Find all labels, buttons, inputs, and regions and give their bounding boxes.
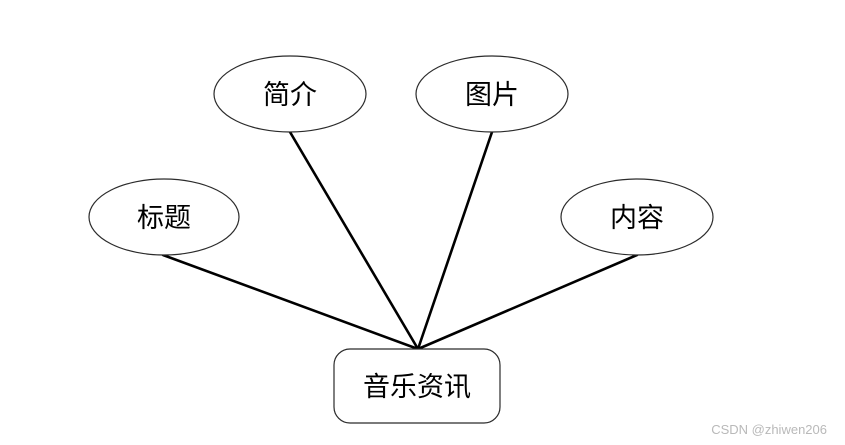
attribute-title-label: 标题 bbox=[137, 203, 191, 234]
entity-music-news-label: 音乐资讯 bbox=[363, 372, 471, 403]
attribute-image-ellipse bbox=[415, 55, 569, 133]
link-image bbox=[416, 130, 494, 351]
attribute-image: 图片 bbox=[415, 55, 569, 133]
attribute-image-label: 图片 bbox=[465, 80, 519, 111]
entity-music-news: 音乐资讯 bbox=[333, 348, 501, 424]
attribute-title-ellipse bbox=[88, 178, 240, 256]
csdn-watermark: CSDN @zhiwen206 bbox=[711, 422, 827, 437]
link-summary bbox=[288, 130, 420, 351]
link-content bbox=[416, 253, 639, 351]
attribute-content-ellipse bbox=[560, 178, 714, 256]
attribute-summary-label: 简介 bbox=[263, 80, 317, 111]
attribute-content-label: 内容 bbox=[610, 203, 664, 234]
attribute-summary: 简介 bbox=[213, 55, 367, 133]
attribute-title: 标题 bbox=[88, 178, 240, 256]
attribute-content: 内容 bbox=[560, 178, 714, 256]
link-title bbox=[161, 253, 420, 351]
attribute-summary-ellipse bbox=[213, 55, 367, 133]
entity-music-news-box bbox=[333, 348, 501, 424]
